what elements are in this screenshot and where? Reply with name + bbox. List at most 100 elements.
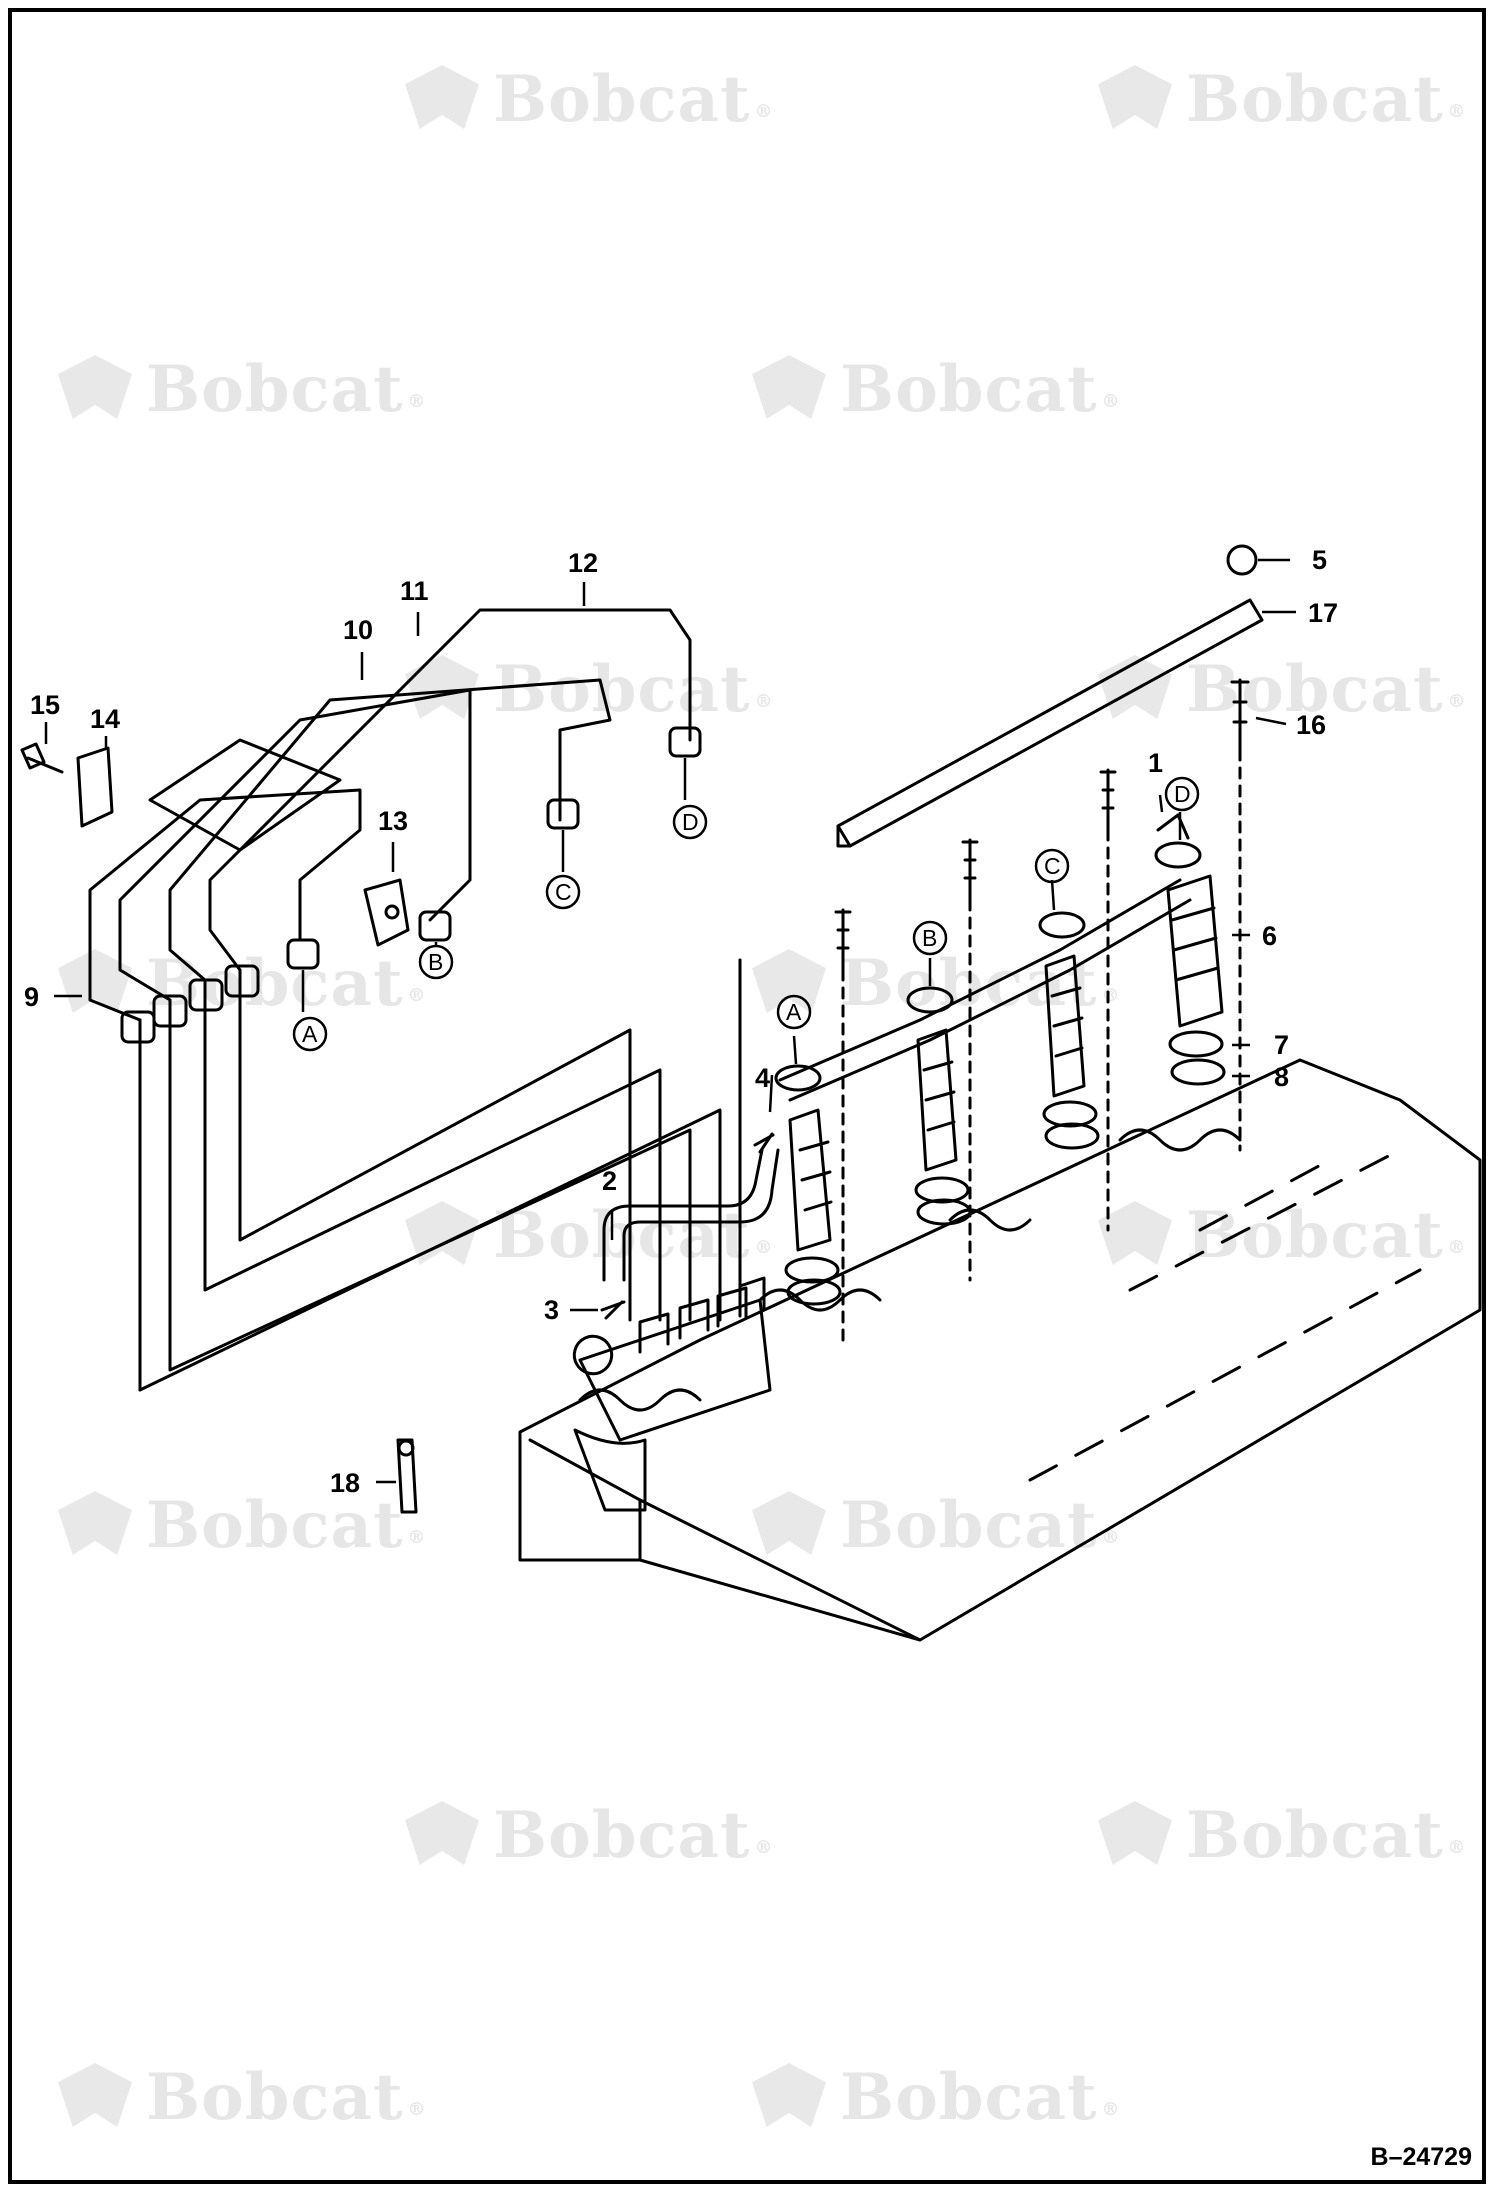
injection-line-12: [238, 968, 632, 1322]
line-nut-a: [286, 938, 320, 970]
line-nut-b: [418, 910, 452, 942]
line-nut-12: [224, 964, 260, 998]
marker-b-circle: [418, 944, 454, 980]
injection-line-12-upper: [208, 608, 692, 972]
nozzle-1: [788, 1108, 833, 1252]
pump-outlet-3: [716, 1286, 748, 1328]
nozzle-3: [1044, 954, 1086, 1098]
glow-plug-connector-17: [836, 598, 1264, 848]
line-nut-9: [120, 1010, 156, 1044]
clamp-13: [363, 878, 410, 947]
callout-15: 15: [30, 690, 61, 720]
leak-off-ring-c: [1038, 911, 1086, 939]
line-bundle-frame: [138, 958, 742, 1392]
marker-c: C: [555, 879, 572, 905]
marker-a: A: [302, 1021, 318, 1047]
return-hose-2b: [622, 1148, 780, 1282]
engine-port-row: [578, 1128, 1242, 1412]
nozzle-4: [1166, 874, 1224, 1028]
clamp-13-hole: [384, 904, 400, 920]
drawing-number: B–24729: [1370, 2143, 1472, 2171]
marker-c: C: [1044, 853, 1061, 879]
leader-4: [768, 1074, 774, 1113]
leader-1: [1158, 794, 1164, 813]
leak-off-pipe-lower: [788, 898, 1192, 1102]
marker-a: A: [786, 999, 802, 1025]
glow-plug-2: [961, 838, 979, 902]
gasket-8-3: [1044, 1122, 1100, 1150]
callout-2: 2: [602, 1166, 618, 1196]
callout-12: 12: [568, 548, 599, 578]
injection-line-11: [203, 978, 662, 1322]
injection-line-9-upper: [88, 788, 362, 1022]
gasket-7-4: [1168, 1030, 1224, 1058]
line-nut-11: [188, 978, 224, 1012]
gasket-8-4: [1170, 1058, 1226, 1086]
engine-dashes: [1028, 1148, 1422, 1482]
glow-plug-nut-5: [1226, 544, 1258, 576]
injection-line-10: [168, 998, 692, 1372]
hose-clip-3: [600, 1300, 626, 1320]
marker-d2-circle: [1164, 776, 1200, 812]
glow-plug-16: [1230, 678, 1250, 752]
callout-13: 13: [378, 806, 409, 836]
diagram-frame: [8, 8, 1486, 2184]
line-nut-d: [668, 726, 702, 758]
callout-5: 5: [1312, 545, 1328, 575]
line-support-plate: [148, 738, 342, 852]
injection-pump-body: [578, 1298, 772, 1442]
bolt-15: [20, 742, 64, 774]
marker-b2-circle: [912, 920, 948, 956]
callout-18: 18: [330, 1468, 361, 1498]
leak-off-ring-d: [1154, 841, 1202, 869]
injection-line-10-upper: [118, 688, 472, 1002]
line-nut-10: [152, 994, 188, 1028]
glow-plug-3: [1099, 768, 1117, 832]
leader-a2: [792, 1035, 798, 1065]
leak-off-pipe: [778, 878, 1182, 1082]
marker-d-circle: [672, 804, 708, 840]
marker-b: B: [922, 925, 938, 951]
injection-line-11-upper: [168, 678, 612, 982]
engine-cylinder-head: [518, 1058, 1482, 1642]
bracket-14: [76, 746, 114, 828]
leak-off-ring-a: [774, 1064, 822, 1092]
nozzle-2: [916, 1028, 958, 1172]
callout-16: 16: [1296, 710, 1327, 740]
leader-16: [1255, 716, 1287, 726]
pump-fitting: [572, 1334, 614, 1376]
callout-1: 1: [1148, 748, 1164, 778]
marker-a2-circle: [776, 994, 812, 1030]
leak-off-ring-b: [906, 986, 954, 1014]
leak-off-end: [1156, 813, 1190, 840]
callout-14: 14: [90, 704, 121, 734]
gasket-7-1: [784, 1256, 840, 1284]
gasket-8-1: [786, 1278, 842, 1306]
marker-c2-circle: [1034, 848, 1070, 884]
gasket-7-2: [914, 1176, 970, 1204]
marker-d: D: [1174, 781, 1191, 807]
pump-flange: [573, 1428, 647, 1512]
line-nut-c: [546, 798, 580, 830]
hose-clip-4: [753, 1132, 775, 1154]
callout-17: 17: [1308, 598, 1339, 628]
leader-c2: [1050, 879, 1056, 911]
callout-3: 3: [544, 1295, 560, 1325]
callout-7: 7: [1274, 1030, 1290, 1060]
callout-6: 6: [1262, 921, 1278, 951]
return-hose-2: [602, 1148, 764, 1282]
glow-plug-dashes: [841, 748, 1242, 1342]
callout-10: 10: [343, 615, 374, 645]
callout-8: 8: [1274, 1062, 1290, 1092]
callout-4: 4: [755, 1063, 771, 1093]
marker-d: D: [682, 809, 699, 835]
gasket-7-3: [1042, 1100, 1098, 1128]
marker-c-circle: [545, 874, 581, 910]
glow-plug-1: [834, 908, 852, 972]
part-18-hole: [397, 1439, 415, 1457]
callout-9: 9: [24, 982, 40, 1012]
marker-b: B: [428, 949, 444, 975]
callout-11: 11: [400, 576, 429, 606]
pump-outlet-2: [678, 1298, 710, 1340]
